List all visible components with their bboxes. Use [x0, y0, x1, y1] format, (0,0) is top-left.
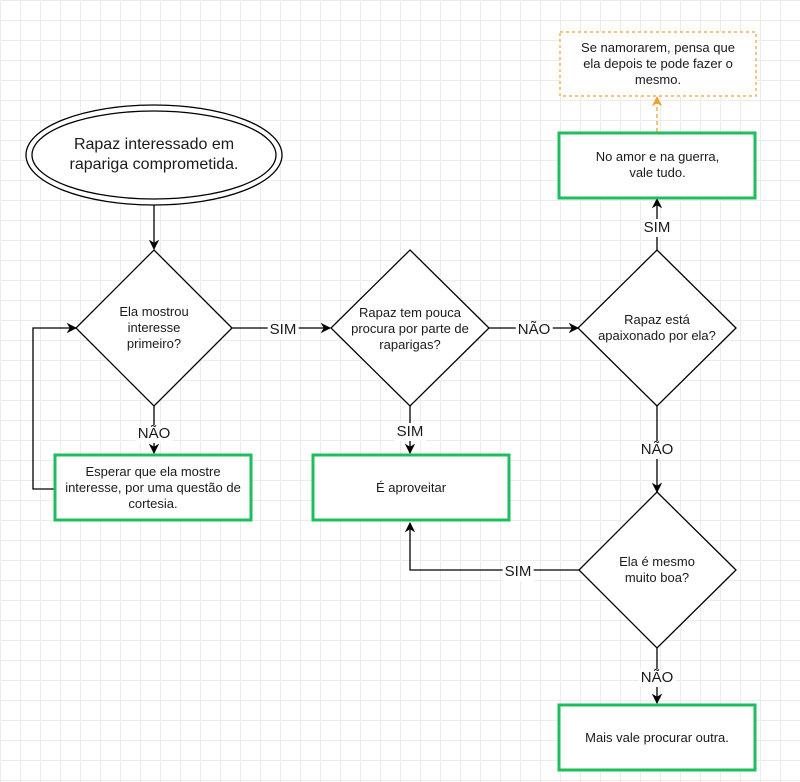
decision-d4-shape[interactable]	[578, 491, 737, 649]
process-take-shape[interactable]	[311, 453, 511, 522]
process-wait-shape[interactable]	[53, 453, 253, 522]
label-d1-yes: SIM	[267, 321, 299, 339]
label-d2-no: NÃO	[515, 321, 553, 339]
decision-d2-shape[interactable]	[330, 249, 490, 407]
process-love-shape[interactable]	[557, 131, 757, 200]
note-shape[interactable]	[559, 31, 757, 97]
decision-d1-shape[interactable]	[75, 249, 233, 407]
label-d2-yes: SIM	[394, 423, 426, 441]
label-d4-yes: SIM	[502, 563, 534, 581]
decision-d3-shape[interactable]	[577, 249, 737, 407]
edge-wait-loop-to-d1	[32, 322, 78, 490]
edge-d4-yes-to-take	[404, 521, 579, 571]
label-d3-no: NÃO	[638, 441, 676, 459]
label-d1-no: NÃO	[135, 425, 173, 443]
label-d4-no: NÃO	[638, 669, 676, 687]
start-node-outer[interactable]	[25, 104, 283, 206]
start-node-inner	[31, 110, 277, 200]
process-other-shape[interactable]	[557, 703, 757, 772]
label-d3-yes: SIM	[641, 219, 673, 237]
